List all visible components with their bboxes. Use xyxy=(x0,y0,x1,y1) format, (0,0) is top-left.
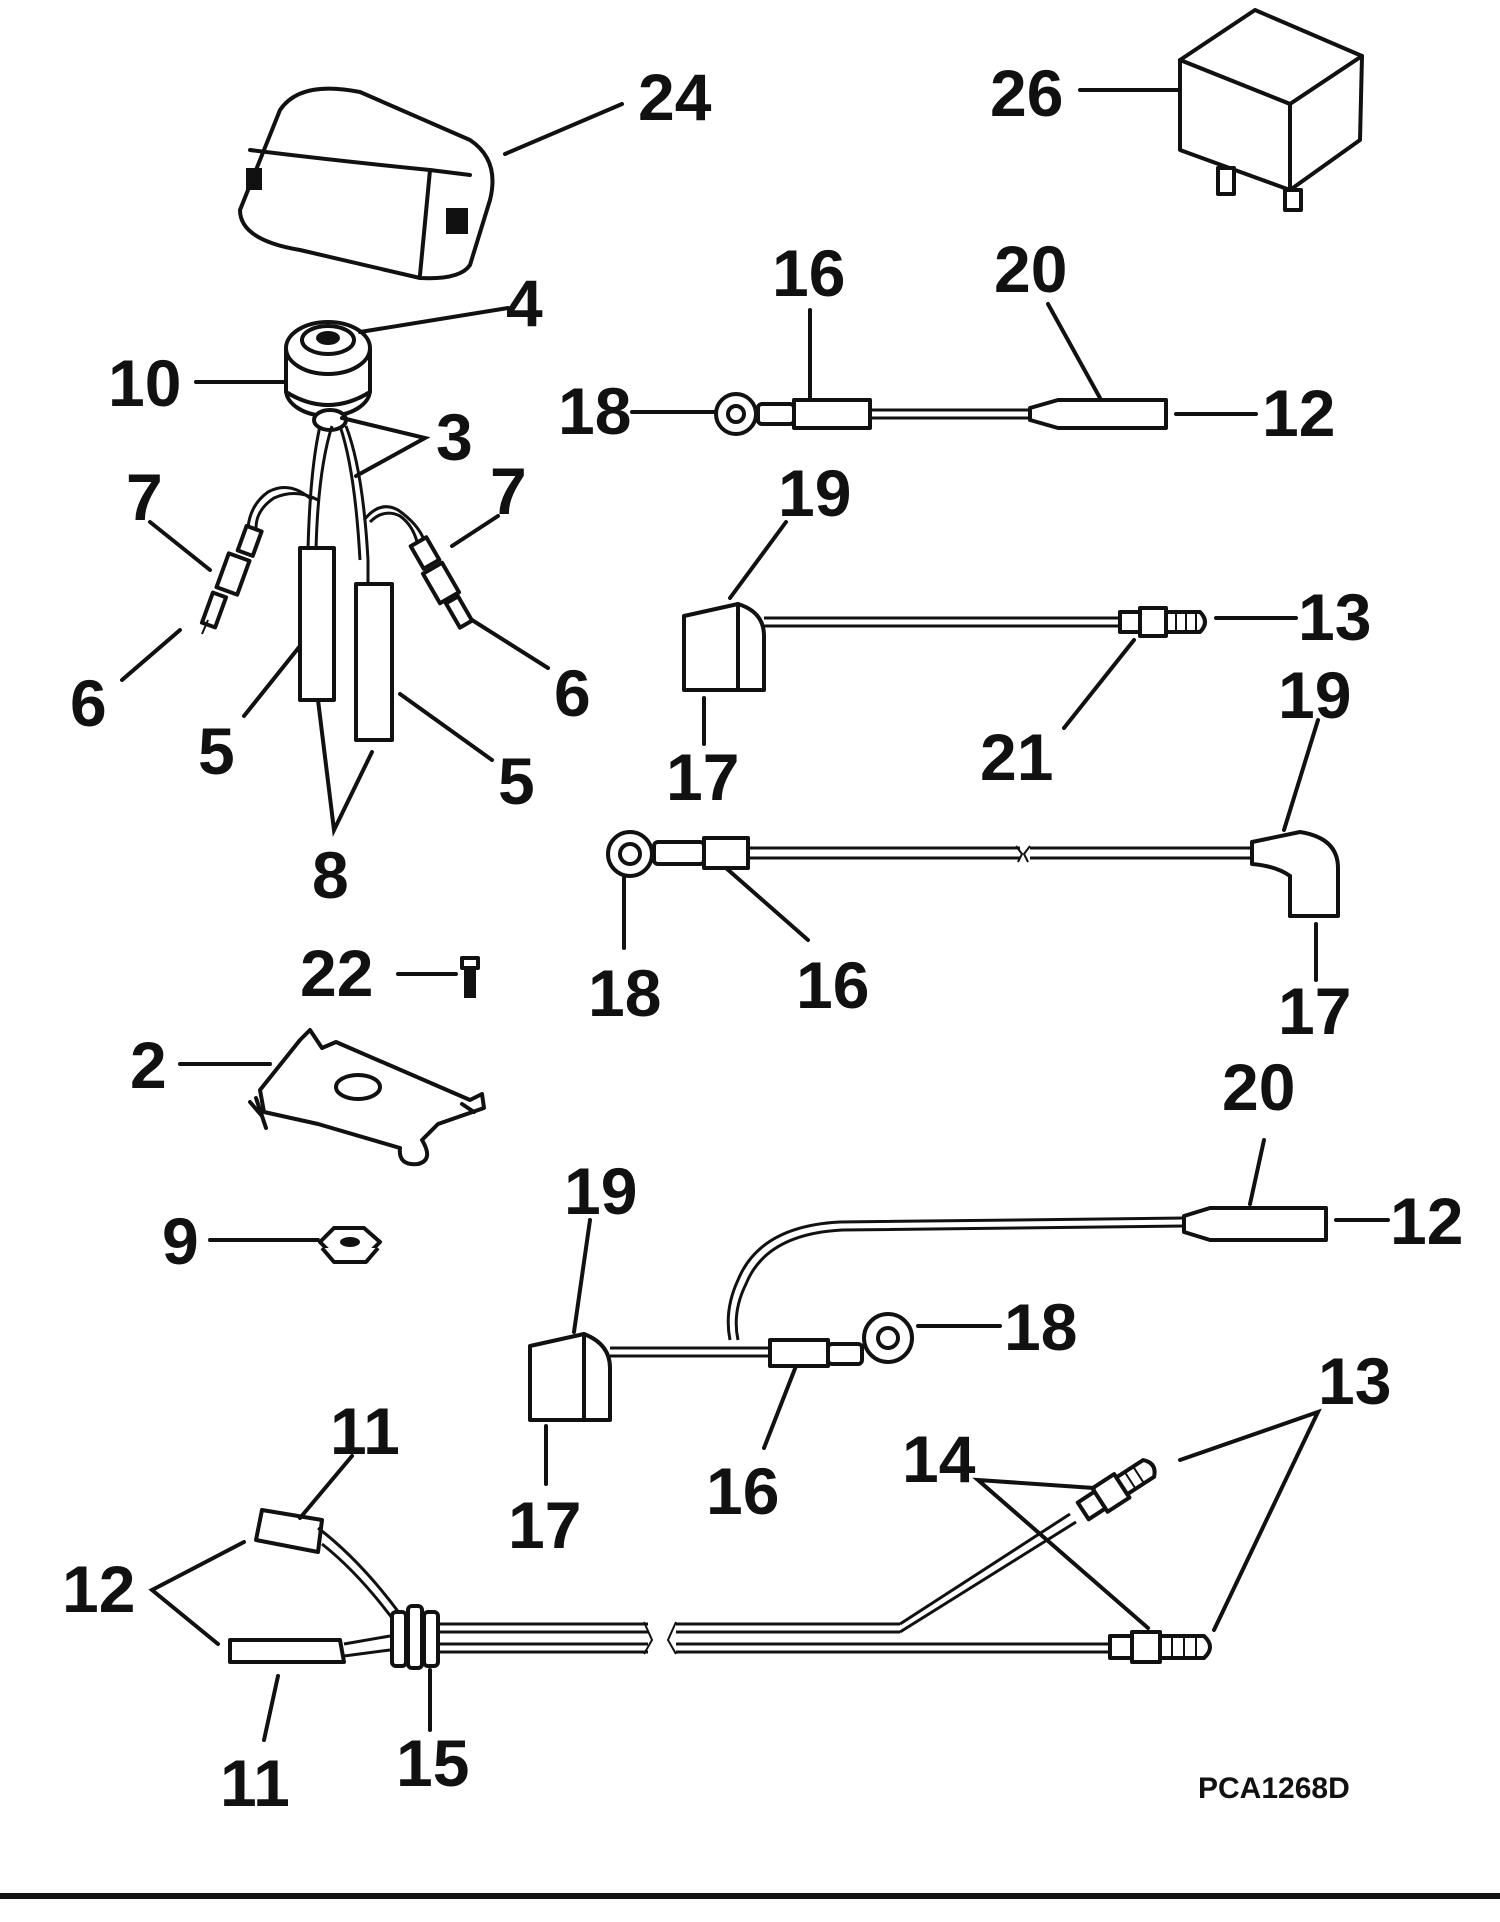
screw-part-22 xyxy=(460,956,480,998)
leader-11b xyxy=(262,1674,280,1742)
label-14: 14 xyxy=(902,1422,976,1496)
connector-part-7-6-left xyxy=(199,523,264,635)
label-9: 9 xyxy=(162,1204,199,1278)
label-2: 2 xyxy=(130,1028,167,1102)
cable-a xyxy=(714,392,1168,436)
sleeve-part-5-left xyxy=(298,546,336,702)
leader-5-right xyxy=(398,692,494,762)
bracket-part-2 xyxy=(248,1028,486,1167)
label-22: 22 xyxy=(300,936,373,1010)
cable-c xyxy=(606,830,1340,918)
label-16c: 16 xyxy=(706,1454,779,1528)
label-17b: 17 xyxy=(1278,974,1351,1048)
leader-13b xyxy=(1178,1408,1322,1632)
label-11b: 11 xyxy=(220,1746,290,1820)
main-harness xyxy=(228,1458,1212,1670)
label-12c: 12 xyxy=(62,1552,135,1626)
leader-8 xyxy=(316,698,374,837)
cover-part-24 xyxy=(238,86,495,281)
label-3: 3 xyxy=(436,400,473,474)
label-19c: 19 xyxy=(564,1154,637,1228)
nut-part-9 xyxy=(318,1226,382,1264)
label-26: 26 xyxy=(990,56,1063,130)
cable-d xyxy=(528,1206,1328,1422)
figure-code: PCA1268D xyxy=(1198,1772,1350,1805)
label-18a: 18 xyxy=(558,374,631,448)
label-7-right: 7 xyxy=(490,454,527,528)
label-6-left: 6 xyxy=(70,666,107,740)
label-17c: 17 xyxy=(508,1488,581,1562)
label-24: 24 xyxy=(638,60,712,134)
leader-19a xyxy=(728,520,788,600)
label-5-right: 5 xyxy=(498,744,535,818)
leader-4 xyxy=(358,306,510,334)
switch-wires-part-3 xyxy=(246,425,426,561)
sleeve-part-5-right xyxy=(354,560,394,742)
leader-6-right xyxy=(470,618,550,670)
label-6-right: 6 xyxy=(554,656,591,730)
label-17a: 17 xyxy=(666,740,739,814)
leader-20a xyxy=(1046,302,1102,400)
label-16a: 16 xyxy=(772,236,845,310)
label-11a: 11 xyxy=(330,1394,400,1468)
leader-16c xyxy=(762,1364,798,1450)
leader-7-left xyxy=(148,520,212,572)
label-12b: 12 xyxy=(1390,1184,1463,1258)
label-20b: 20 xyxy=(1222,1050,1295,1124)
leader-3 xyxy=(340,416,431,478)
leader-24 xyxy=(503,102,624,156)
label-7-left: 7 xyxy=(126,460,163,534)
leader-11a xyxy=(298,1454,354,1520)
label-5-left: 5 xyxy=(198,714,235,788)
label-20a: 20 xyxy=(994,232,1067,306)
label-21: 21 xyxy=(980,720,1053,794)
leader-19c xyxy=(572,1218,592,1334)
label-19a: 19 xyxy=(778,456,851,530)
leader-21 xyxy=(1062,638,1136,730)
leader-5-left xyxy=(242,644,302,718)
leader-12c xyxy=(148,1540,246,1646)
label-12a: 12 xyxy=(1262,376,1335,450)
label-13a: 13 xyxy=(1298,580,1371,654)
connector-part-7-6-right xyxy=(408,535,475,630)
label-19b: 19 xyxy=(1278,658,1351,732)
label-16b: 16 xyxy=(796,948,869,1022)
label-18c: 18 xyxy=(1004,1290,1077,1364)
switch-part-4-10 xyxy=(284,320,372,432)
leader-6-left xyxy=(120,628,182,682)
label-10: 10 xyxy=(108,346,181,420)
label-18b: 18 xyxy=(588,956,661,1030)
label-15: 15 xyxy=(396,1726,469,1800)
leader-14 xyxy=(972,1477,1150,1630)
leader-19b xyxy=(1282,718,1320,832)
relay-part-26 xyxy=(1178,8,1364,212)
label-13b: 13 xyxy=(1318,1344,1391,1418)
label-4: 4 xyxy=(506,266,543,340)
leader-16b xyxy=(724,866,810,942)
leader-20b xyxy=(1248,1138,1266,1206)
cable-b xyxy=(682,602,1207,692)
leader-7-right xyxy=(450,514,500,548)
label-8: 8 xyxy=(312,838,349,912)
